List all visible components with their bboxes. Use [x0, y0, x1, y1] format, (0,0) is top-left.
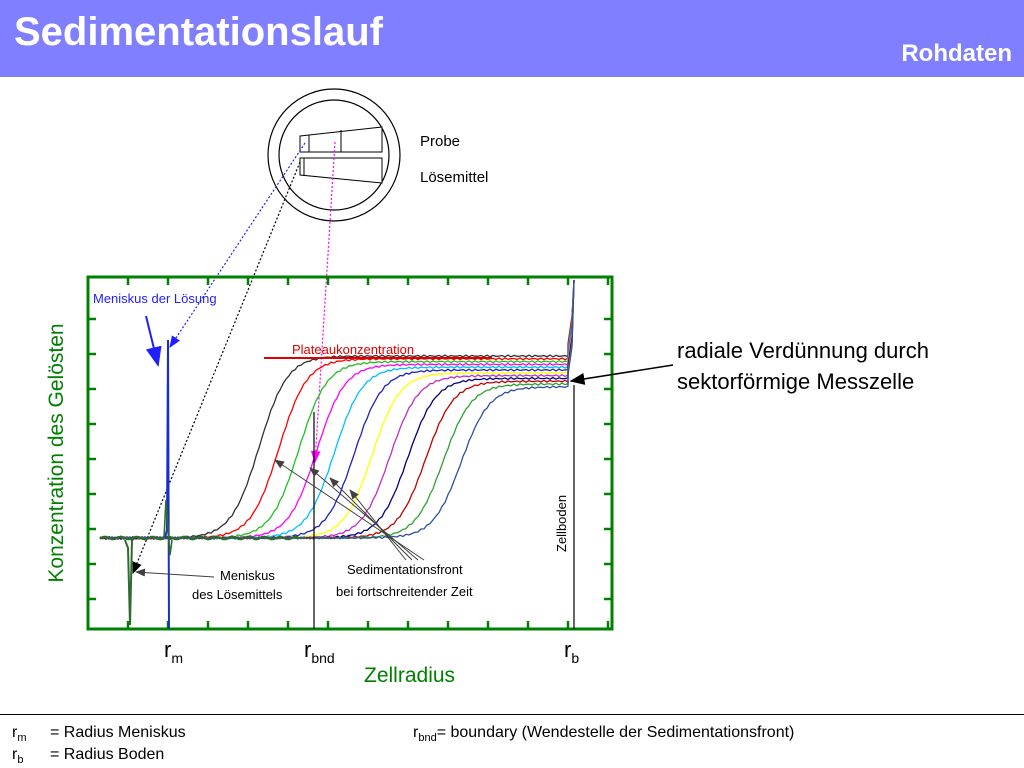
boundary-connector [310, 141, 336, 464]
rb-marker: rb [564, 637, 579, 666]
cell-diagram: Probe Lösemittel [267, 88, 488, 222]
meniscus-solvent-label-2: des Lösemittels [192, 587, 283, 602]
front-label-2: bei fortschreitender Zeit [336, 584, 473, 599]
solvent-label: Lösemittel [420, 169, 488, 186]
plot-frame [86, 275, 614, 631]
meniscus-solvent-label-1: Meniskus [220, 568, 275, 583]
cell-bottom-label: Zellboden [554, 495, 569, 552]
footer-rb: rb = Radius Boden [12, 746, 165, 767]
slide-subtitle: Rohdaten [901, 40, 1012, 67]
baseline-trace [99, 535, 299, 541]
front-label-1: Sedimentationsfront [347, 562, 463, 577]
sedimentation-figure: Probe Lösemittel Konzentration des Gelös… [45, 88, 929, 687]
meniscus-solution-arrow [145, 315, 162, 367]
sedimentation-curve [99, 279, 575, 540]
meniscus-green-spike [163, 499, 173, 556]
meniscus-solution-spike [164, 339, 170, 630]
slide-title: Sedimentationslauf [14, 10, 383, 54]
meniscus-solvent-connector [132, 161, 301, 575]
footer-divider [0, 714, 1024, 715]
sedimentation-curves [99, 279, 575, 541]
plateau-label: Plateaukonzentration [292, 342, 414, 357]
rotor-inner-circle [278, 99, 390, 211]
y-axis-label: Konzentration des Gelösten [45, 323, 68, 582]
rm-marker: rm [164, 637, 183, 666]
solvent-sector [299, 157, 383, 184]
meniscus-solvent-spike [124, 537, 136, 626]
dilution-arrow [569, 364, 674, 385]
meniscus-solution-connector [169, 142, 306, 349]
axis-ticks [88, 277, 612, 629]
meniscus-solvent-arrow [135, 568, 215, 578]
rbnd-marker: rbnd [304, 637, 335, 666]
rotor-outer-circle [267, 88, 401, 222]
header-bar: Sedimentationslauf Rohdaten [0, 0, 1024, 77]
meniscus-solution-label: Meniskus der Lösung [93, 291, 217, 306]
dilution-label-2: sektorförmige Messzelle [677, 369, 914, 394]
footer-rbnd: rbnd= boundary (Wendestelle der Sediment… [413, 724, 795, 745]
footer-rm: rm = Radius Meniskus [12, 724, 186, 745]
x-axis-label: Zellradius [364, 664, 455, 687]
dilution-label-1: radiale Verdünnung durch [677, 338, 929, 363]
sample-label: Probe [420, 133, 460, 150]
front-arrows [274, 459, 425, 561]
